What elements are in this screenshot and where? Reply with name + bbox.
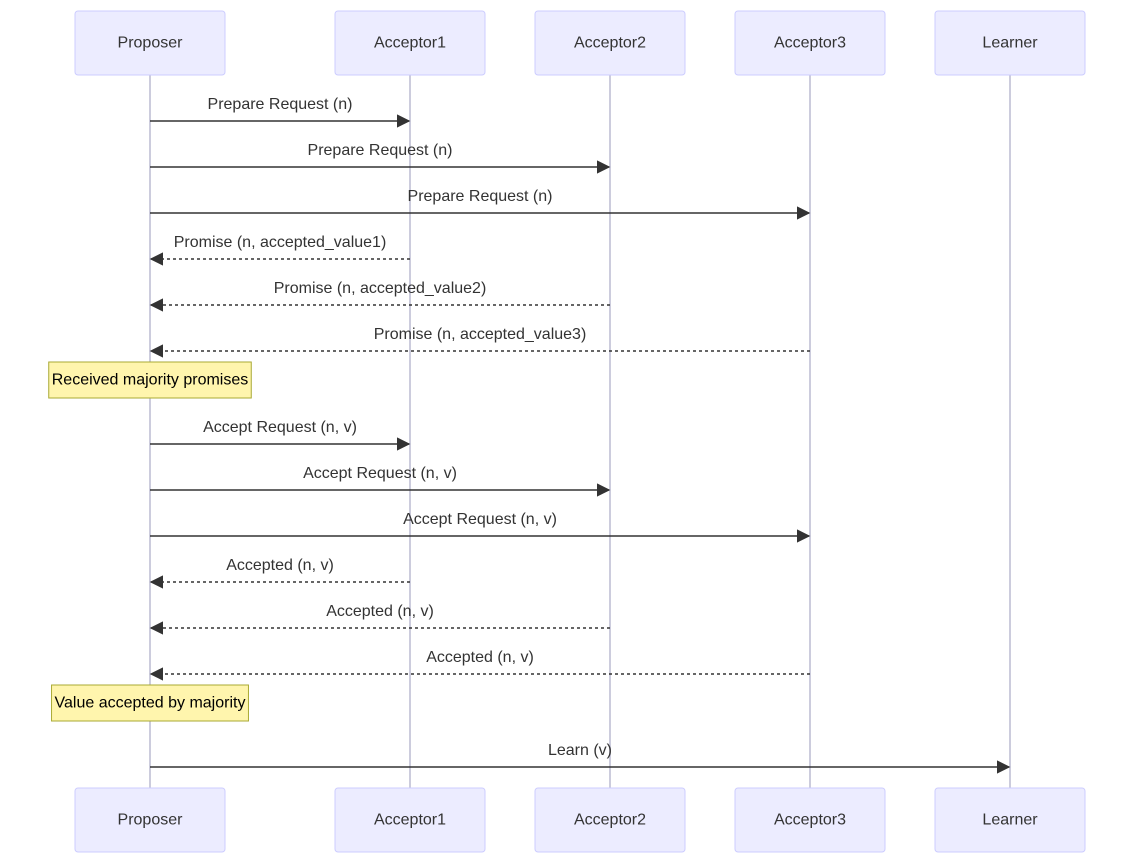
actor-proposer-bottom: Proposer [74, 787, 226, 853]
actor-box [734, 10, 886, 76]
actor-acceptor2-bottom: Acceptor2 [534, 787, 686, 853]
message-label: Prepare Request (n) [308, 142, 453, 159]
actor-acceptor3-top: Acceptor3 [734, 10, 886, 76]
actor-box [934, 787, 1086, 853]
actor-label: Acceptor1 [374, 35, 446, 52]
actor-label: Proposer [118, 812, 184, 829]
actor-acceptor2-top: Acceptor2 [534, 10, 686, 76]
actor-label: Learner [982, 35, 1038, 52]
actor-acceptor3-bottom: Acceptor3 [734, 787, 886, 853]
note-text: Received majority promises [52, 372, 249, 389]
message-11: Accepted (n, v) [149, 557, 410, 589]
message-3: Prepare Request (n) [150, 188, 811, 220]
actor-box [934, 10, 1086, 76]
message-label: Accept Request (n, v) [303, 465, 457, 482]
actor-learner-top: Learner [934, 10, 1086, 76]
message-label: Prepare Request (n) [408, 188, 553, 205]
message-label: Learn (v) [548, 742, 612, 759]
message-13: Accepted (n, v) [149, 649, 810, 681]
actor-label: Acceptor3 [774, 35, 846, 52]
actor-box [74, 787, 226, 853]
note-box [51, 684, 249, 722]
actor-label: Acceptor2 [574, 35, 646, 52]
note-box [48, 361, 252, 399]
message-label: Accepted (n, v) [326, 603, 434, 620]
message-1: Prepare Request (n) [150, 96, 411, 128]
actor-label: Acceptor1 [374, 812, 446, 829]
message-label: Accepted (n, v) [226, 557, 334, 574]
actor-box [734, 787, 886, 853]
actor-label: Acceptor3 [774, 812, 846, 829]
actor-box [334, 10, 486, 76]
actor-box [74, 10, 226, 76]
message-label: Promise (n, accepted_value3) [374, 326, 587, 343]
message-label: Accept Request (n, v) [403, 511, 557, 528]
message-label: Accept Request (n, v) [203, 419, 357, 436]
actor-label: Acceptor2 [574, 812, 646, 829]
note-value-accepted-by-majority: Value accepted by majority [51, 684, 249, 722]
message-label: Prepare Request (n) [208, 96, 353, 113]
actor-label: Learner [982, 812, 1038, 829]
actor-acceptor1-top: Acceptor1 [334, 10, 486, 76]
actor-proposer-top: Proposer [74, 10, 226, 76]
message-2: Prepare Request (n) [150, 142, 611, 174]
message-6: Promise (n, accepted_value3) [149, 326, 810, 358]
message-label: Promise (n, accepted_value2) [274, 280, 487, 297]
message-label: Accepted (n, v) [426, 649, 534, 666]
message-15: Learn (v) [150, 742, 1011, 774]
message-9: Accept Request (n, v) [150, 465, 611, 497]
actor-label: Proposer [118, 35, 184, 52]
message-5: Promise (n, accepted_value2) [149, 280, 610, 312]
actor-box [534, 10, 686, 76]
actor-box [334, 787, 486, 853]
message-4: Promise (n, accepted_value1) [149, 234, 410, 266]
message-12: Accepted (n, v) [149, 603, 610, 635]
note-text: Value accepted by majority [55, 695, 246, 712]
actor-learner-bottom: Learner [934, 787, 1086, 853]
message-10: Accept Request (n, v) [150, 511, 811, 543]
message-8: Accept Request (n, v) [150, 419, 411, 451]
note-received-majority-promises: Received majority promises [48, 361, 252, 399]
message-label: Promise (n, accepted_value1) [174, 234, 387, 251]
actor-box [534, 787, 686, 853]
actor-acceptor1-bottom: Acceptor1 [334, 787, 486, 853]
